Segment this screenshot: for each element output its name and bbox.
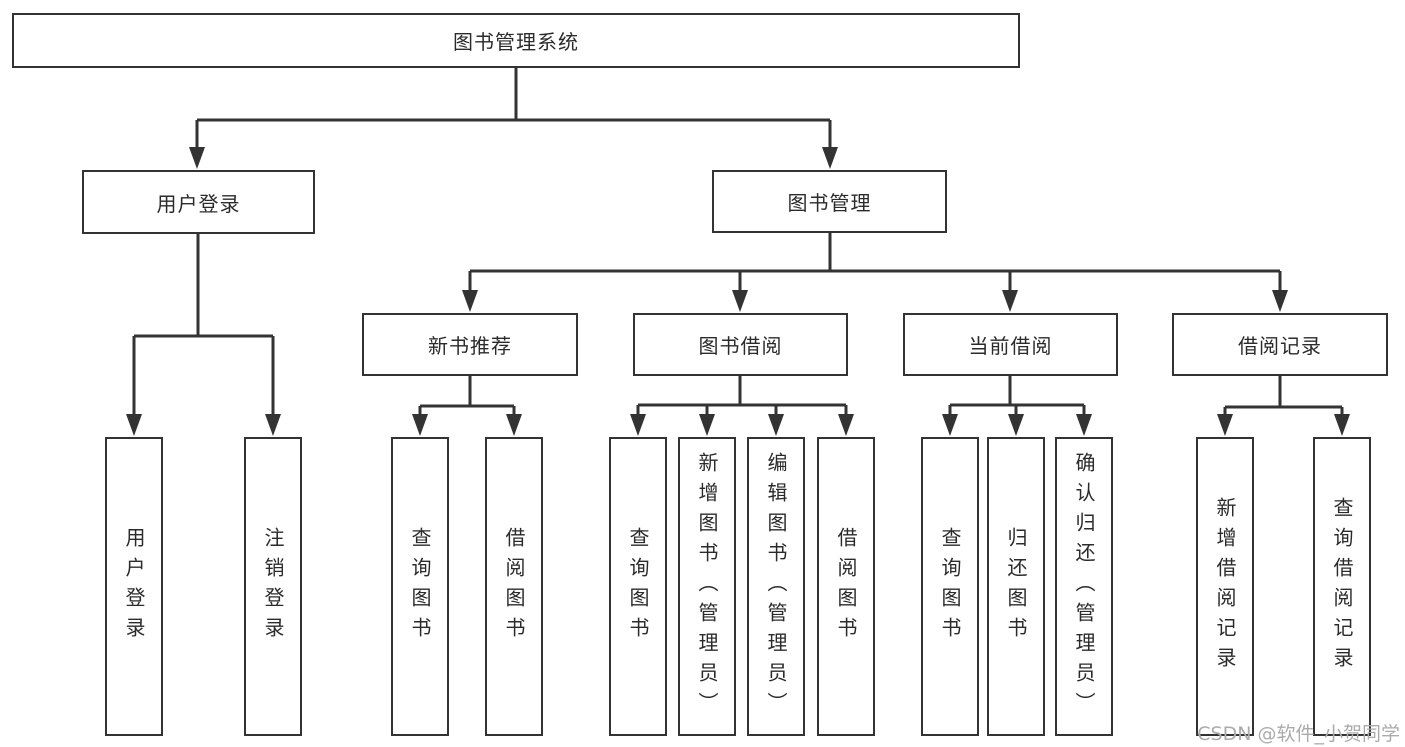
leaf-add-borrow-record: 新增借阅记录 [1196, 437, 1254, 736]
leaf-return-books: 归还图书 [987, 437, 1045, 736]
leaf-return-books-label: 归还图书 [1004, 526, 1028, 647]
leaf-edit-books-admin: 编辑图书（管理员） [747, 437, 805, 736]
leaf-confirm-return-admin: 确认归还（管理员） [1055, 437, 1113, 736]
node-new-book-recommend-label: 新书推荐 [428, 334, 512, 358]
node-borrow-records: 借阅记录 [1172, 313, 1388, 376]
leaf-confirm-return-admin-label: 确认归还（管理员） [1072, 451, 1096, 722]
leaf-query-books-current: 查询图书 [921, 437, 979, 736]
leaf-user-login-label: 用户登录 [122, 526, 146, 647]
node-book-borrow-label: 图书借阅 [698, 334, 783, 358]
node-current-borrow: 当前借阅 [903, 313, 1118, 376]
leaf-query-borrow-record-label: 查询借阅记录 [1330, 496, 1354, 677]
node-root-label: 图书管理系统 [453, 30, 579, 54]
leaf-borrow-books-borrow: 借阅图书 [817, 437, 875, 736]
leaf-borrow-books-recommend: 借阅图书 [485, 437, 543, 736]
node-borrow-records-label: 借阅记录 [1238, 334, 1322, 358]
leaf-user-login: 用户登录 [105, 437, 163, 736]
node-root: 图书管理系统 [12, 13, 1020, 68]
leaf-query-books-borrow-label: 查询图书 [626, 526, 650, 647]
leaf-add-borrow-record-label: 新增借阅记录 [1213, 496, 1237, 677]
node-book-management-label: 图书管理 [787, 191, 872, 215]
node-user-login: 用户登录 [82, 170, 315, 234]
leaf-borrow-books-recommend-label: 借阅图书 [502, 526, 526, 647]
leaf-query-borrow-record: 查询借阅记录 [1313, 437, 1371, 736]
node-current-borrow-label: 当前借阅 [968, 334, 1053, 358]
leaf-logout-login: 注销登录 [244, 437, 302, 736]
leaf-add-books-admin-label: 新增图书（管理员） [695, 451, 719, 722]
leaf-logout-login-label: 注销登录 [261, 526, 285, 647]
leaf-query-books-borrow: 查询图书 [609, 437, 667, 736]
leaf-query-books-recommend-label: 查询图书 [408, 526, 432, 647]
leaf-query-books-recommend: 查询图书 [391, 437, 449, 736]
leaf-edit-books-admin-label: 编辑图书（管理员） [764, 451, 788, 722]
node-book-borrow: 图书借阅 [633, 313, 848, 376]
leaf-add-books-admin: 新增图书（管理员） [678, 437, 736, 736]
leaf-borrow-books-borrow-label: 借阅图书 [834, 526, 858, 647]
node-user-login-label: 用户登录 [156, 191, 241, 216]
node-book-management: 图书管理 [712, 170, 947, 233]
node-new-book-recommend: 新书推荐 [362, 313, 578, 376]
leaf-query-books-current-label: 查询图书 [938, 526, 962, 647]
